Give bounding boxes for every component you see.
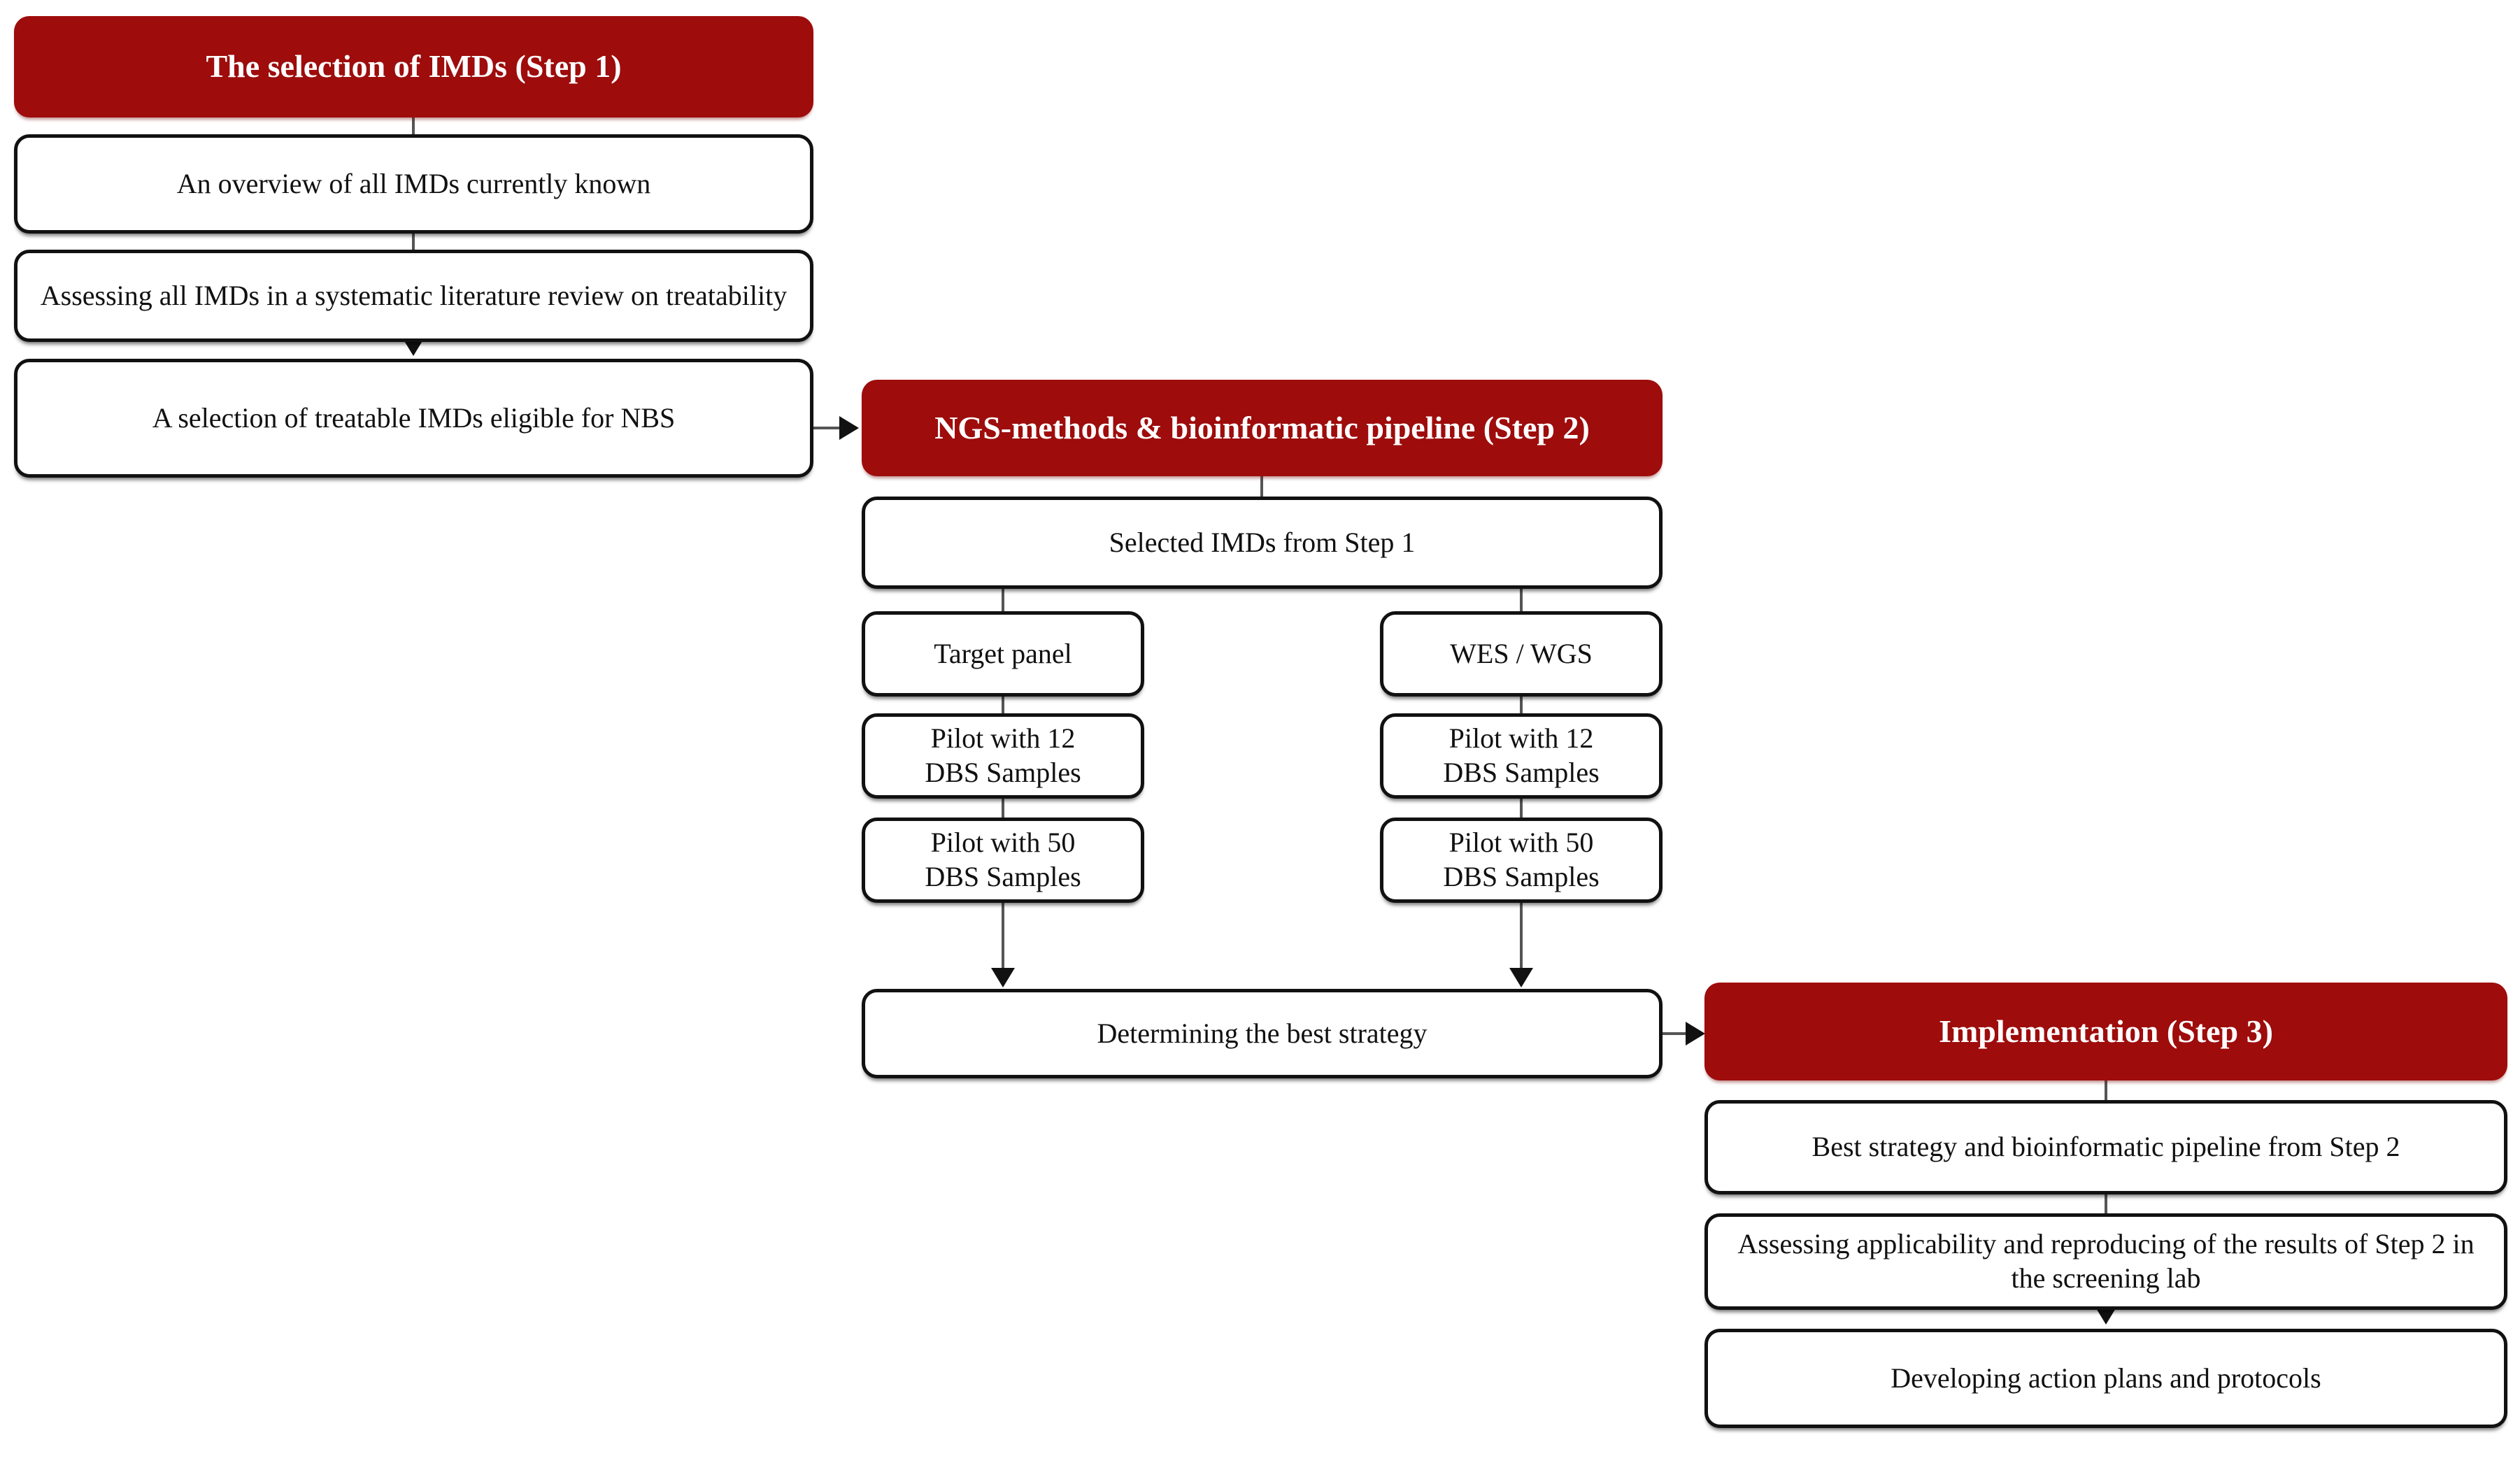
step1-node-1-label: An overview of all IMDs currently known <box>176 167 651 199</box>
step2-node-best-strategy[interactable]: Determining the best strategy <box>862 989 1663 1078</box>
step2-header-label: NGS-methods & bioinformatic pipeline (St… <box>934 409 1590 445</box>
connector-step1-to-step2-arrowhead <box>839 416 859 440</box>
step2-node-pilot-50-left[interactable]: Pilot with 50 DBS Samples <box>862 818 1144 903</box>
connector-pilot50-right-to-best-strategy-stem <box>1520 901 1523 971</box>
step1-node-2[interactable]: Assessing all IMDs in a systematic liter… <box>14 250 813 342</box>
connector-step2-to-step3-arrowhead <box>1686 1022 1705 1045</box>
step3-header-box[interactable]: Implementation (Step 3) <box>1704 983 2507 1080</box>
connector-step3-node1-to-node2 <box>2105 1192 2107 1217</box>
step3-node-2[interactable]: Assessing applicability and reproducing … <box>1704 1213 2507 1310</box>
connector-pilot50-right-to-best-strategy-arrowhead <box>1509 968 1533 987</box>
step3-node-3-label: Developing action plans and protocols <box>1891 1362 2321 1394</box>
step3-node-1[interactable]: Best strategy and bioinformatic pipeline… <box>1704 1100 2507 1194</box>
step2-node-wes-wgs[interactable]: WES / WGS <box>1380 611 1663 697</box>
connector-pilot12-to-pilot50-left <box>1002 796 1004 820</box>
step2-node-pilot-12-right-label: Pilot with 12 DBS Samples <box>1443 722 1600 788</box>
step2-node-selected-imds-label: Selected IMDs from Step 1 <box>1109 526 1416 558</box>
connector-target-panel-to-pilot12 <box>1002 694 1004 716</box>
step1-node-3[interactable]: A selection of treatable IMDs eligible f… <box>14 359 813 478</box>
step2-node-pilot-12-left[interactable]: Pilot with 12 DBS Samples <box>862 713 1144 799</box>
connector-selected-imds-to-target-panel <box>1002 586 1004 614</box>
step1-node-1[interactable]: An overview of all IMDs currently known <box>14 134 813 234</box>
step2-node-pilot-12-right[interactable]: Pilot with 12 DBS Samples <box>1380 713 1663 799</box>
step1-header-label: The selection of IMDs (Step 1) <box>206 48 622 85</box>
step2-node-selected-imds[interactable]: Selected IMDs from Step 1 <box>862 497 1663 589</box>
step2-node-pilot-50-left-label: Pilot with 50 DBS Samples <box>925 827 1081 892</box>
connector-step2-header-to-node1 <box>1260 472 1263 500</box>
connector-step3-header-to-node1 <box>2105 1076 2107 1104</box>
step2-header-box[interactable]: NGS-methods & bioinformatic pipeline (St… <box>862 380 1663 476</box>
connector-step1-header-to-node1 <box>412 113 415 138</box>
step1-header-box[interactable]: The selection of IMDs (Step 1) <box>14 16 813 117</box>
step3-node-1-label: Best strategy and bioinformatic pipeline… <box>1811 1131 2400 1163</box>
connector-selected-imds-to-wes-wgs <box>1520 586 1523 614</box>
step2-node-target-panel[interactable]: Target panel <box>862 611 1144 697</box>
step2-node-pilot-50-right[interactable]: Pilot with 50 DBS Samples <box>1380 818 1663 903</box>
step3-header-label: Implementation (Step 3) <box>1939 1013 2273 1049</box>
step2-node-best-strategy-label: Determining the best strategy <box>1097 1017 1428 1049</box>
connector-wes-wgs-to-pilot12 <box>1520 694 1523 716</box>
connector-step2-to-step3-line <box>1663 1032 1702 1035</box>
step2-node-pilot-12-left-label: Pilot with 12 DBS Samples <box>925 722 1081 788</box>
step1-node-3-label: A selection of treatable IMDs eligible f… <box>152 401 676 434</box>
step3-node-3[interactable]: Developing action plans and protocols <box>1704 1329 2507 1428</box>
connector-pilot50-left-to-best-strategy-arrowhead <box>991 968 1015 987</box>
connector-pilot12-to-pilot50-right <box>1520 796 1523 820</box>
step2-node-target-panel-label: Target panel <box>934 637 1072 669</box>
connector-step1-to-step2-line <box>813 427 853 429</box>
step3-node-2-label: Assessing applicability and reproducing … <box>1737 1228 2475 1294</box>
step2-node-pilot-50-right-label: Pilot with 50 DBS Samples <box>1443 827 1600 892</box>
connector-pilot50-left-to-best-strategy-stem <box>1002 901 1004 971</box>
step2-node-wes-wgs-label: WES / WGS <box>1450 637 1593 669</box>
connector-step1-node1-to-node2 <box>412 231 415 253</box>
step1-node-2-label: Assessing all IMDs in a systematic liter… <box>40 279 788 311</box>
